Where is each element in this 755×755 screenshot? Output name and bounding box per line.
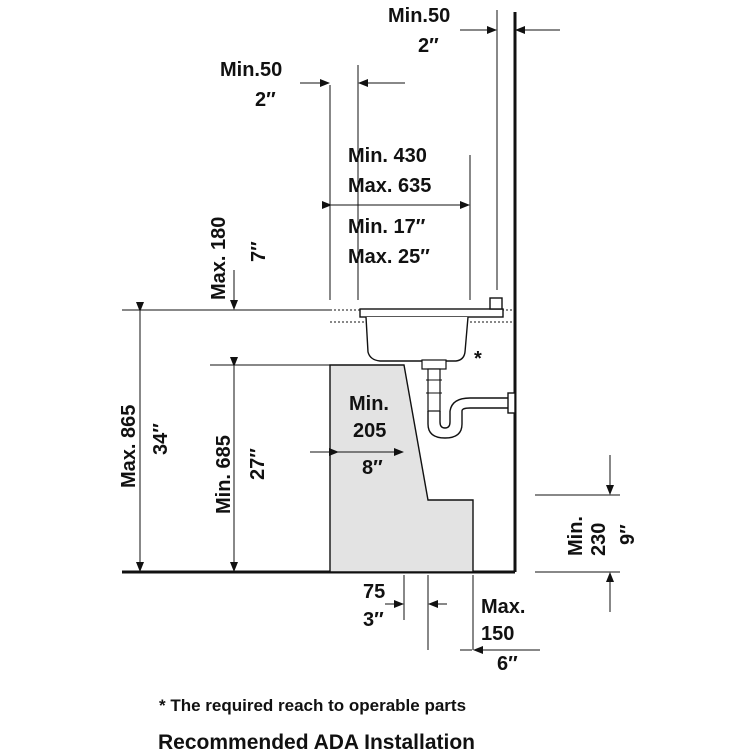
knee-height-mm-label: Min. 685	[213, 435, 235, 514]
wall-clearance-in-label: 2″	[418, 35, 439, 57]
asterisk-mark: *	[474, 348, 482, 370]
toe-height-in-label: 9″	[617, 524, 639, 545]
rim-height-mm-label: Max. 865	[118, 405, 140, 488]
top-clearance-in-label: 7″	[248, 241, 270, 262]
reach-depth-min-in-label: Min. 17″	[348, 216, 426, 238]
toe-height-mm-label-1: Min.	[565, 516, 587, 556]
toe-offset-in-label: 3″	[363, 609, 384, 631]
knee-height-in-label: 27″	[247, 448, 269, 480]
p-trap	[421, 359, 516, 439]
knee-depth-mm-label-1: Min.	[349, 393, 389, 415]
front-clearance-in-label: 2″	[255, 89, 276, 111]
toe-offset-mm-label: 75	[363, 581, 385, 603]
knee-depth-mm-label-2: 205	[353, 420, 386, 442]
sink-basin	[330, 297, 515, 362]
diagram-caption: Recommended ADA Installation	[158, 731, 475, 754]
toe-depth-in-label: 6″	[497, 653, 518, 675]
reach-depth-max-in-label: Max. 25″	[348, 246, 430, 268]
rim-height-in-label: 34″	[150, 423, 172, 455]
wall-clearance-mm-label: Min.50	[388, 5, 450, 27]
toe-depth-mm-label-2: 150	[481, 623, 514, 645]
toe-depth-mm-label-1: Max.	[481, 596, 525, 618]
knee-depth-in-label: 8″	[362, 457, 383, 479]
front-clearance-mm-label: Min.50	[220, 59, 282, 81]
reach-depth-min-mm-label: Min. 430	[348, 145, 427, 167]
toe-height-mm-label-2: 230	[588, 523, 610, 556]
knee-toe-clearance-zone	[329, 364, 474, 573]
reach-depth-max-mm-label: Max. 635	[348, 175, 431, 197]
footnote: * The required reach to operable parts	[159, 696, 466, 715]
top-clearance-mm-label: Max. 180	[208, 217, 230, 300]
